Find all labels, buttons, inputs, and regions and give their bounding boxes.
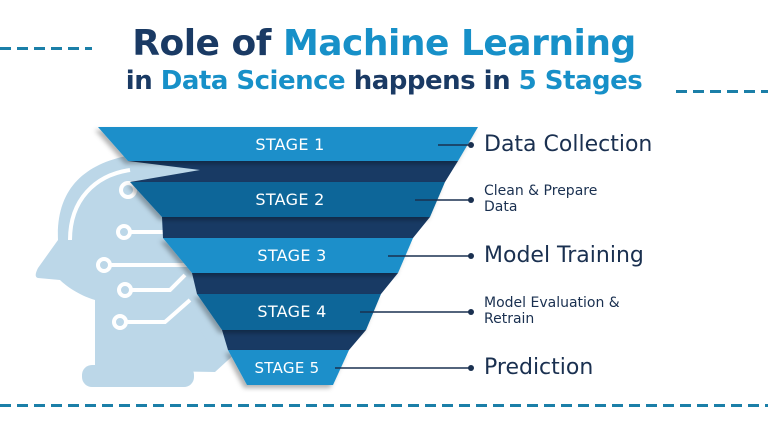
stage-2-label: STAGE 2: [255, 190, 325, 209]
stage-5-description: Prediction: [484, 355, 594, 380]
title-dash-left: [0, 47, 92, 50]
connector-dots: [468, 142, 474, 371]
stage-3-shadow: [192, 273, 398, 294]
stage-2-band: [130, 182, 445, 217]
stage-4-shadow: [222, 330, 366, 350]
page-title-line1: Role of Machine Learning: [0, 24, 768, 64]
stage-5-label: STAGE 5: [254, 359, 320, 377]
title-text-role: Role of: [132, 23, 283, 64]
stage-3-description: Model Training: [484, 243, 644, 268]
stage-1-description: Data Collection: [484, 132, 653, 157]
page-title-line2: in Data Science happens in 5 Stages: [0, 66, 768, 96]
stage-4-description-line2: Retrain: [484, 311, 535, 327]
stage-4-label: STAGE 4: [257, 302, 327, 321]
stage-1-band: [98, 127, 478, 161]
stage-5-band: [228, 350, 349, 385]
stage-1-label: STAGE 1: [255, 135, 325, 154]
stage-2-description-line1: Clean & Prepare: [484, 183, 598, 199]
title-text-in: in: [125, 66, 161, 96]
stage-4-band: [197, 294, 381, 330]
stage-3-band: [163, 238, 413, 273]
connectors: [335, 144, 471, 369]
stage-2-description: Clean & Prepare Data: [484, 183, 597, 215]
stage-2-shadow: [162, 217, 430, 238]
title-dash-right: [676, 90, 768, 93]
stage-4-description: Model Evaluation & Retrain: [484, 295, 620, 327]
stage-1-shadow: [128, 161, 458, 182]
bottom-dash-line: [0, 404, 768, 407]
title-text-happens: happens in: [345, 66, 519, 96]
title-text-stages: 5 Stages: [518, 66, 643, 96]
title-text-ml: Machine Learning: [282, 23, 636, 64]
stage-2-description-line2: Data: [484, 199, 518, 215]
stage-4-description-line1: Model Evaluation &: [484, 295, 620, 311]
stage-3-label: STAGE 3: [257, 246, 327, 265]
title-text-ds: Data Science: [160, 66, 346, 96]
